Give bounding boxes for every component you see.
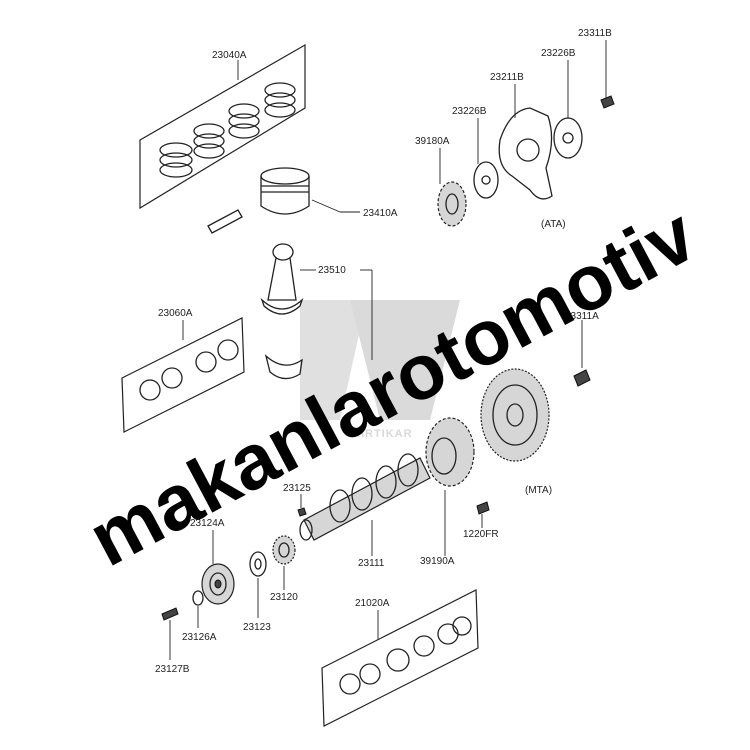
gear-icon <box>272 535 296 565</box>
crankshaft-icon <box>299 453 431 541</box>
pulley-bolt-icon <box>161 607 179 621</box>
watermark-text: makanlarotomotiv <box>75 190 710 583</box>
spacer-small-icon <box>473 161 499 199</box>
background-logo: KIRTIKAR <box>300 300 460 440</box>
piston-ring-icon <box>159 82 296 178</box>
spacer-plate-icon <box>553 117 583 159</box>
label-main-bearing-set: 21020A <box>355 598 390 609</box>
label-spacer-small: 23226B <box>452 106 487 117</box>
crank-sprocket-group: 39190A <box>420 417 475 567</box>
label-pulley: 23124A <box>190 518 225 529</box>
sprocket-icon <box>437 181 467 227</box>
label-gear: 23120 <box>270 592 298 603</box>
washer-icon <box>249 551 267 577</box>
adapter-plate-icon <box>498 107 553 200</box>
label-pulley-bolt: 23127B <box>155 664 190 675</box>
crank-key-icon <box>297 507 307 517</box>
rod-bearing-set-group: 23060A <box>121 308 245 433</box>
label-pulley-washer: 23126A <box>182 632 217 643</box>
crank-sprocket-icon <box>425 417 475 487</box>
logo-text: KIRTIKAR <box>352 428 413 440</box>
ata-assembly-group: 23311B 23226B 23211B 23226B 39180A (ATA) <box>415 28 615 230</box>
label-washer: 23123 <box>243 622 271 633</box>
label-sprocket-top: 39180A <box>415 136 450 147</box>
piston-pin-icon <box>207 209 243 234</box>
connecting-rod-group: 23510 <box>260 243 373 380</box>
bolt-icon <box>600 95 615 109</box>
main-bearing-icon <box>339 616 472 695</box>
pulley-icon <box>201 563 235 605</box>
crankshaft-group: 23111 23125 <box>283 453 431 569</box>
main-bearing-set-group: 21020A <box>321 589 479 727</box>
label-crank-bolt-top: 23311B <box>578 28 612 39</box>
label-pin-bolt: 1220FR <box>463 529 499 540</box>
label-crank-sprocket: 39190A <box>420 556 455 567</box>
label-connecting-rod: 23510 <box>318 265 346 276</box>
piston-group: 23410A <box>207 167 398 234</box>
label-rod-bearing-set: 23060A <box>158 308 193 319</box>
connecting-rod-icon <box>260 243 304 380</box>
piston-icon <box>260 167 310 215</box>
label-mta-note: (MTA) <box>525 485 552 496</box>
front-pulley-group: 23120 23123 23124A 23126A 23127B <box>155 518 298 675</box>
label-piston: 23410A <box>363 208 398 219</box>
label-spacer-top: 23226B <box>541 48 576 59</box>
pulley-washer-icon <box>192 590 204 606</box>
rod-bearing-icon <box>139 339 239 401</box>
flywheel-group: 23311A (MTA) 1220FR <box>463 311 599 540</box>
piston-ring-set-group: 23040A <box>139 43 306 210</box>
pin-icon <box>476 501 490 515</box>
label-crankshaft: 23111 <box>358 558 385 569</box>
label-adapter-plate: 23211B <box>490 72 524 83</box>
flywheel-bolt-icon <box>573 369 591 387</box>
label-crank-key: 23125 <box>283 483 311 494</box>
label-piston-ring-set: 23040A <box>212 50 247 61</box>
flywheel-icon <box>480 368 550 462</box>
label-flywheel-bolt: 23311A <box>565 311 599 322</box>
label-ata-note: (ATA) <box>541 219 566 230</box>
